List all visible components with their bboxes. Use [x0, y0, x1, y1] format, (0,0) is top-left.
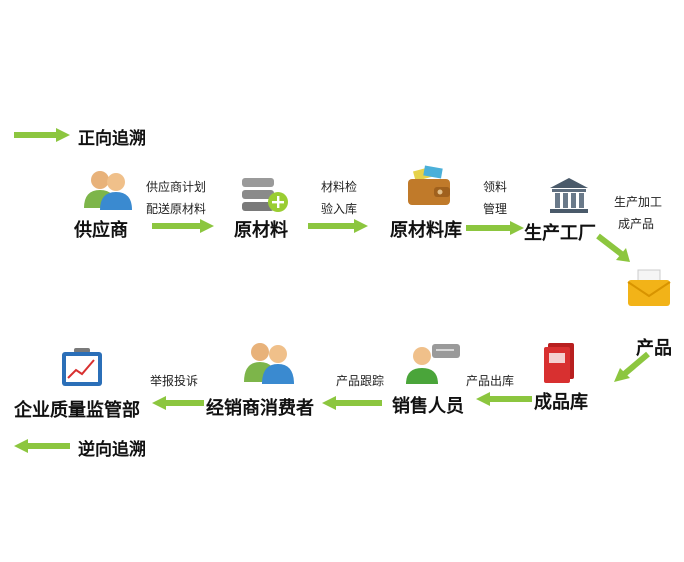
people-icon [244, 343, 294, 384]
backward-trace-label: 逆向追溯 [78, 440, 146, 460]
node-raw-material: 原材料 [234, 220, 288, 241]
edge-label-process-2: 成产品 [618, 217, 655, 231]
red-book-icon [544, 343, 574, 383]
node-finished-warehouse: 成品库 [534, 392, 588, 413]
edge-label-requisition-2: 管理 [483, 202, 508, 216]
node-quality-dept: 企业质量监管部 [14, 400, 140, 421]
edge-label-inspect-2: 验入库 [321, 202, 358, 216]
edge-label-supplier-plan-2: 配送原材料 [146, 202, 207, 216]
people-icon [84, 171, 132, 210]
edge-label-complaint: 举报投诉 [150, 374, 199, 388]
node-raw-material-warehouse: 原材料库 [390, 220, 462, 241]
database-add-icon [242, 178, 288, 212]
edge-label-tracking: 产品跟踪 [336, 374, 385, 388]
building-icon [550, 178, 588, 213]
envelope-icon [627, 269, 671, 306]
arrow-supplier-to-raw [152, 219, 214, 233]
forward-legend-arrow [14, 128, 70, 142]
arrow-factory-to-product [596, 233, 630, 262]
node-sales-staff: 销售人员 [392, 396, 464, 417]
arrow-finished-to-sales [476, 392, 532, 406]
node-factory: 生产工厂 [524, 223, 596, 244]
wallet-icon [408, 165, 450, 205]
arrow-raw-to-warehouse [308, 219, 368, 233]
node-supplier: 供应商 [74, 220, 128, 241]
edge-label-process-1: 生产加工 [614, 195, 663, 209]
forward-trace-label: 正向追溯 [78, 129, 146, 149]
edge-label-supplier-plan-1: 供应商计划 [146, 180, 207, 194]
chart-board-icon [62, 348, 102, 386]
node-distributor-consumer: 经销商消费者 [206, 398, 314, 419]
arrow-distributor-to-quality [152, 396, 204, 410]
arrow-warehouse-to-factory [466, 221, 524, 235]
edge-label-shipment: 产品出库 [466, 374, 515, 388]
backward-legend-arrow [14, 439, 70, 453]
arrow-product-to-finished [614, 351, 650, 382]
arrow-sales-to-distributor [322, 396, 382, 410]
person-chat-icon [406, 344, 460, 384]
edge-label-requisition-1: 领料 [483, 180, 508, 194]
edge-label-inspect-1: 材料检 [321, 180, 358, 194]
